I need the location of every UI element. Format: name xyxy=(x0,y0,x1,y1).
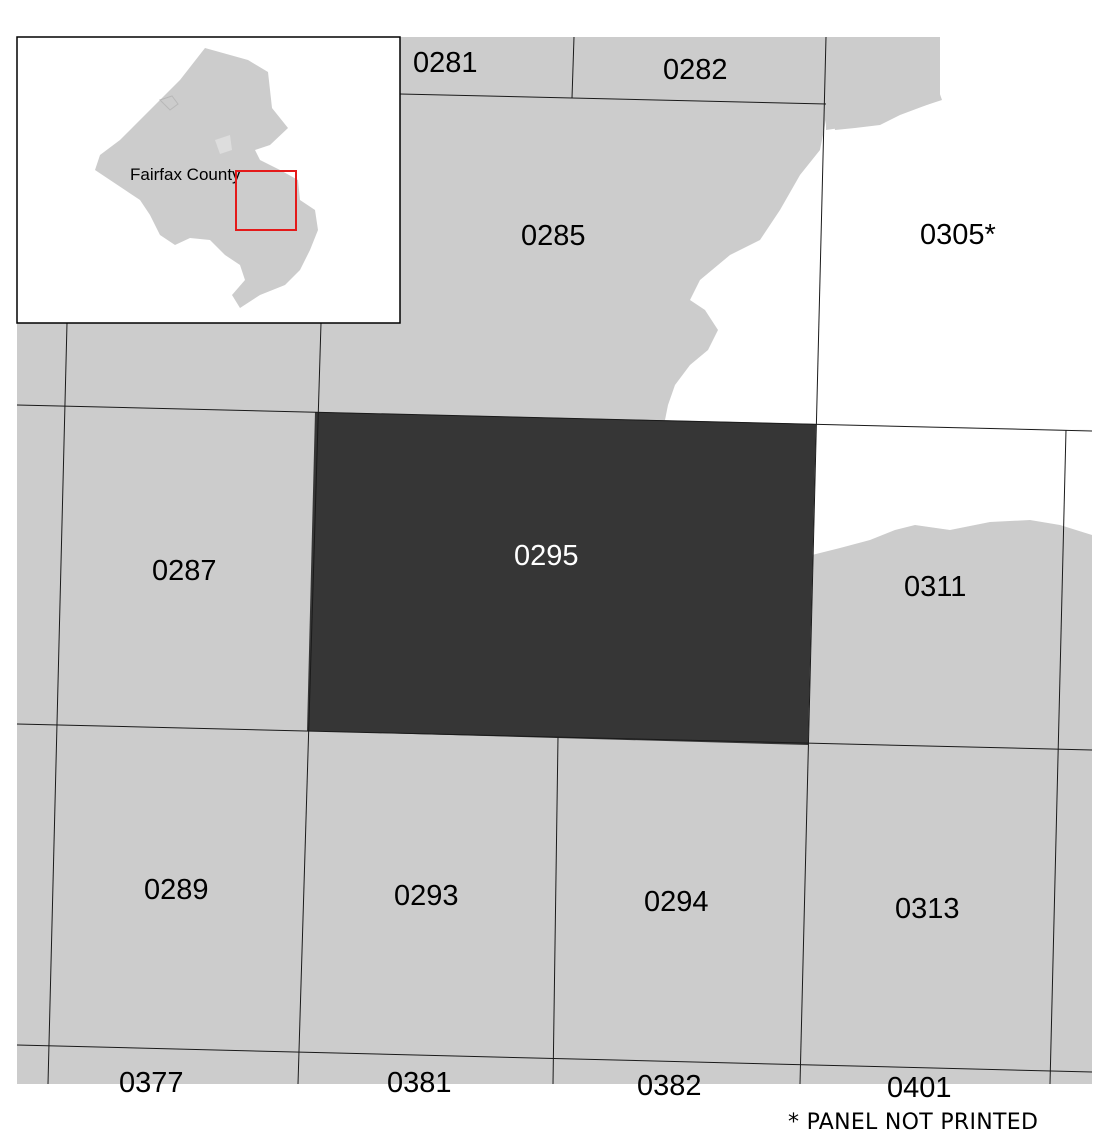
inset-extent-box xyxy=(235,170,297,231)
inset-county-label: Fairfax County xyxy=(130,165,241,184)
panel-label-0305: 0305* xyxy=(920,219,996,251)
panel-label-0293: 0293 xyxy=(394,880,459,912)
panel-label-0287: 0287 xyxy=(152,555,217,587)
panel-label-0289: 0289 xyxy=(144,874,209,906)
panel-label-0311: 0311 xyxy=(904,571,966,603)
panel-label-0295: 0295 xyxy=(514,540,579,572)
water-area xyxy=(0,37,1106,1142)
panel-label-0282: 0282 xyxy=(663,54,728,86)
panel-label-0285: 0285 xyxy=(521,220,586,252)
panel-label-0281: 0281 xyxy=(413,47,478,79)
inset-locator-map: Fairfax County xyxy=(16,36,401,324)
county-outline xyxy=(95,48,318,308)
panel-labels: 0281 0282 0285 0305* 0287 0295 0311 0289… xyxy=(119,47,996,1104)
panel-label-0294: 0294 xyxy=(644,886,709,918)
panel-label-0313: 0313 xyxy=(895,893,960,925)
panel-label-0381: 0381 xyxy=(387,1067,452,1099)
panel-not-printed-note: * PANEL NOT PRINTED xyxy=(788,1110,1039,1135)
selected-panel-0295[interactable] xyxy=(307,412,816,745)
panel-label-0377: 0377 xyxy=(119,1067,184,1099)
panel-label-0401: 0401 xyxy=(887,1072,952,1104)
panel-label-0382: 0382 xyxy=(637,1070,702,1102)
panel-grid-lines xyxy=(16,36,1093,1085)
